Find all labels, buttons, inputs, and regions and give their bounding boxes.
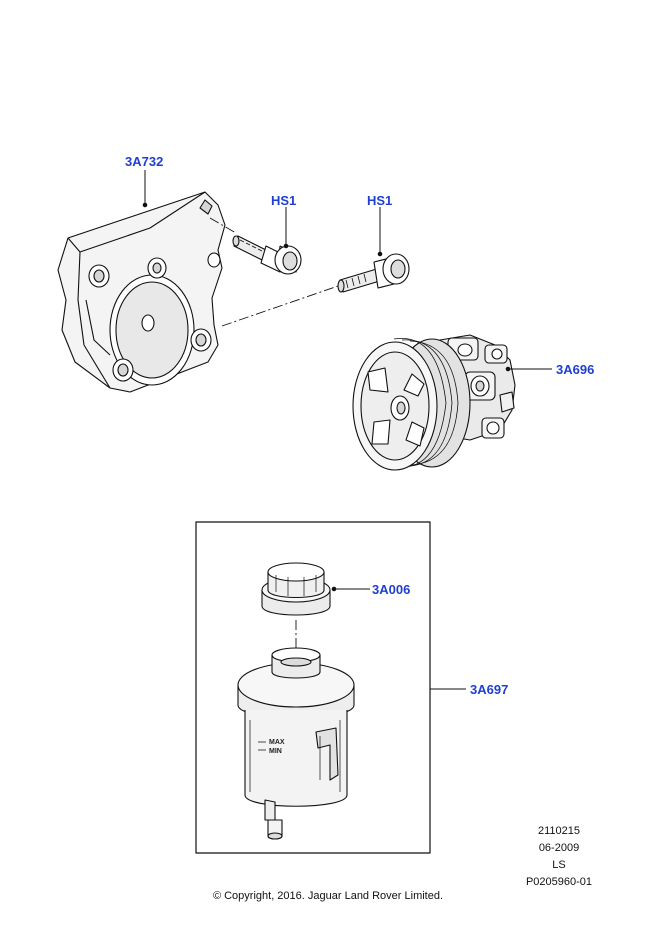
power-steering-pump[interactable] xyxy=(352,334,516,471)
part-reference: P0205960-01 xyxy=(525,876,593,888)
mounting-bracket[interactable] xyxy=(57,191,226,393)
reservoir-cap[interactable] xyxy=(261,562,331,616)
ref-number: 2110215 xyxy=(537,825,580,837)
callout-3a697[interactable]: 3A697 xyxy=(470,682,508,697)
min-label: MIN xyxy=(269,748,282,755)
reservoir-group-box xyxy=(195,521,431,854)
assembly-line-left xyxy=(209,217,237,234)
diagram-code: LS xyxy=(552,859,566,871)
diagram-date: 06-2009 xyxy=(538,842,580,854)
copyright-notice: © Copyright, 2016. Jaguar Land Rover Lim… xyxy=(212,890,444,902)
max-label: MAX xyxy=(269,739,285,746)
reservoir-body[interactable]: MAX MIN xyxy=(237,647,355,840)
bolt-hs1-right[interactable] xyxy=(337,253,410,293)
callout-3a696[interactable]: 3A696 xyxy=(556,362,594,377)
bolt-hs1-left[interactable] xyxy=(232,235,302,275)
callout-3a732[interactable]: 3A732 xyxy=(125,154,163,169)
callout-3a006[interactable]: 3A006 xyxy=(372,582,410,597)
assembly-line-right xyxy=(221,285,339,327)
callout-hs1-left[interactable]: HS1 xyxy=(271,193,296,208)
callout-hs1-right[interactable]: HS1 xyxy=(367,193,392,208)
